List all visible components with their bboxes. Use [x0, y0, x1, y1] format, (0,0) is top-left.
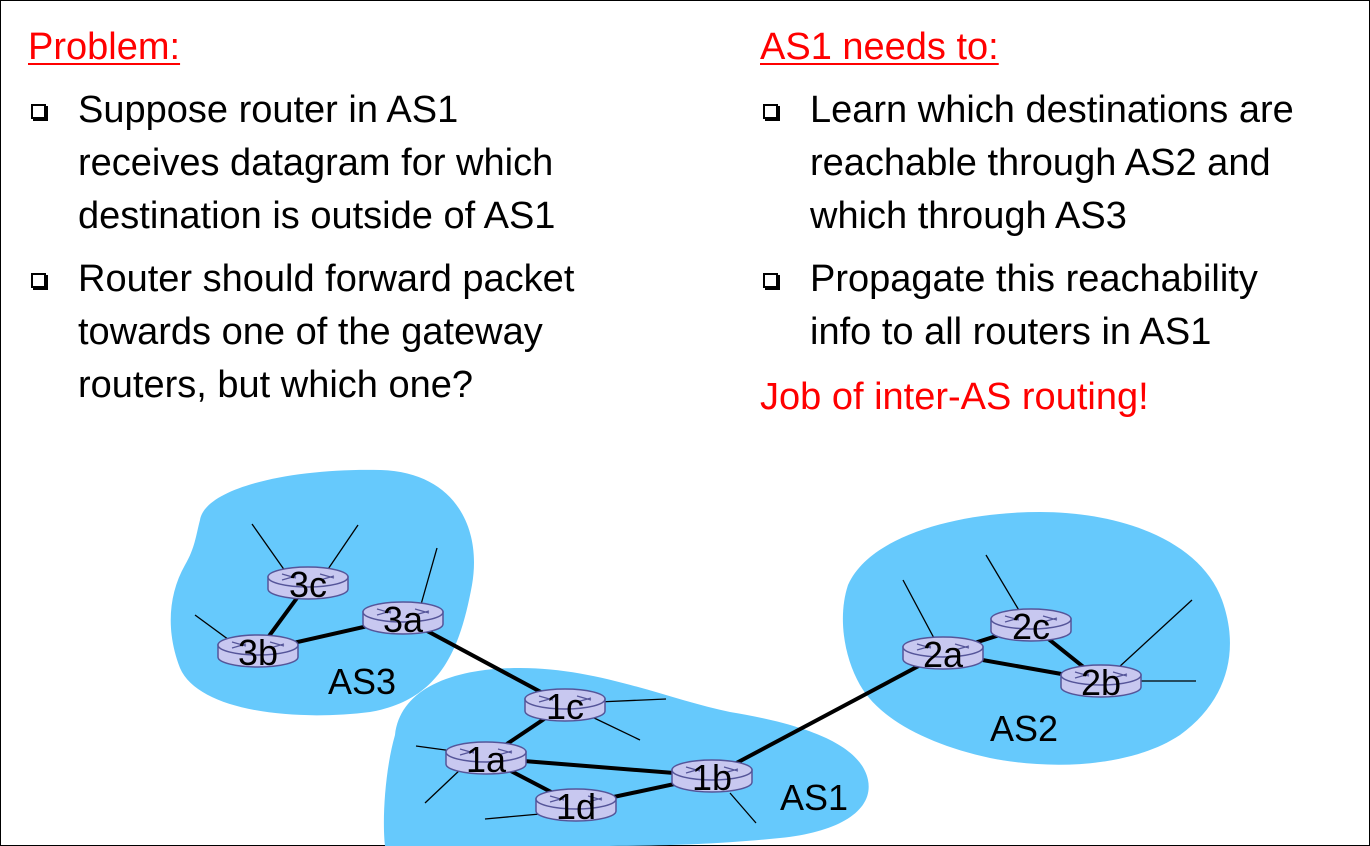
router-1c: 1c: [524, 686, 606, 727]
bullet-line: receives datagram for which: [78, 142, 554, 184]
checkbox-bullet-icon: [763, 104, 778, 119]
as1-needs-bullet-list: Learn which destinations are reachable t…: [760, 84, 1294, 359]
bullet-line: reachable through AS2 and: [810, 142, 1271, 184]
router-label: 3a: [383, 599, 424, 640]
bullet-line: towards one of the gateway: [78, 311, 543, 353]
needs-bullet: Propagate this reachability info to all …: [760, 253, 1294, 359]
router-label: 2c: [1012, 606, 1050, 647]
bullet-line: Propagate this reachability: [810, 258, 1258, 300]
router-label: 1b: [692, 757, 732, 798]
router-label: 1c: [546, 686, 584, 727]
as1-needs-heading: AS1 needs to:: [760, 26, 999, 68]
bullet-line: which through AS3: [810, 195, 1127, 237]
router-label: 3c: [289, 564, 327, 605]
routers: 3c 3a 3b 1c 1a 1d 1b 2a 2c 2b: [217, 564, 1142, 827]
router-3b: 3b: [217, 632, 299, 673]
problem-bullet-list: Suppose router in AS1 receives datagram …: [28, 84, 574, 412]
as3-label: AS3: [328, 661, 396, 702]
bullet-line: routers, but which one?: [78, 364, 474, 406]
bullet-line: Learn which destinations are: [810, 89, 1294, 131]
bullet-line: Router should forward packet: [78, 258, 575, 300]
checkbox-bullet-icon: [763, 273, 778, 288]
router-1b: 1b: [671, 757, 753, 798]
router-2c: 2c: [990, 606, 1072, 647]
bullet-line: destination is outside of AS1: [78, 195, 556, 237]
router-label: 2a: [923, 634, 964, 675]
link-1b-2a: [711, 651, 944, 778]
problem-heading: Problem:: [28, 26, 181, 68]
as1-label: AS1: [780, 777, 848, 818]
router-3c: 3c: [267, 564, 349, 605]
router-3a: 3a: [362, 599, 444, 640]
checkbox-bullet-icon: [31, 273, 46, 288]
router-label: 3b: [238, 632, 278, 673]
problem-bullet: Router should forward packet towards one…: [28, 253, 574, 412]
conclusion-text: Job of inter-AS routing!: [760, 376, 1149, 418]
as1-cloud: [383, 668, 869, 846]
router-2a: 2a: [902, 634, 984, 675]
bullet-line: Suppose router in AS1: [78, 89, 459, 131]
router-1a: 1a: [445, 739, 527, 780]
router-2b: 2b: [1060, 662, 1142, 703]
checkbox-bullet-icon: [31, 104, 46, 119]
bullet-line: info to all routers in AS1: [810, 311, 1212, 353]
needs-bullet: Learn which destinations are reachable t…: [760, 84, 1294, 243]
link-3a-1c: [402, 616, 566, 707]
router-label: 2b: [1081, 662, 1121, 703]
router-label: 1a: [466, 739, 507, 780]
router-label: 1d: [556, 786, 596, 827]
as2-label: AS2: [990, 708, 1058, 749]
problem-bullet: Suppose router in AS1 receives datagram …: [28, 84, 574, 243]
router-1d: 1d: [535, 786, 617, 827]
